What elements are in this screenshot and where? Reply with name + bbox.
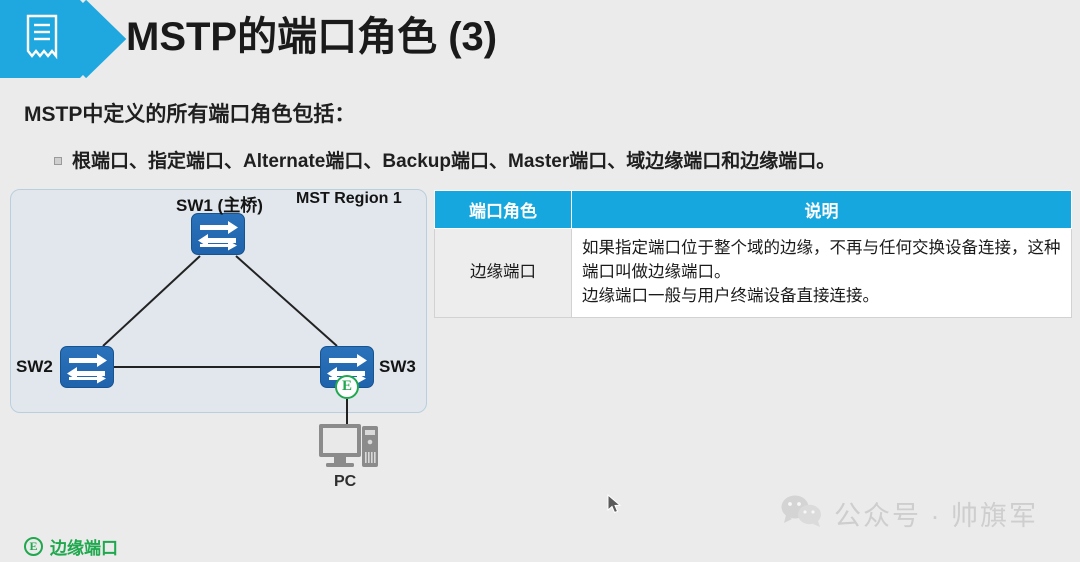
port-role-table: 端口角色 说明 边缘端口 如果指定端口位于整个域的边缘，不再与任何交换设备连接，… <box>434 190 1072 318</box>
bullet-item: 根端口、指定端口、Alternate端口、Backup端口、Master端口、域… <box>54 146 835 173</box>
table-row: 边缘端口 如果指定端口位于整个域的边缘，不再与任何交换设备连接，这种 端口叫做边… <box>434 228 1072 318</box>
watermark: 公众号 · 帅旗军 <box>780 494 1038 533</box>
legend: E 边缘端口 <box>24 534 118 559</box>
table-header-role: 端口角色 <box>434 190 572 229</box>
table-header-description: 说明 <box>571 190 1072 229</box>
page-title: MSTP的端口角色 (3) <box>126 15 498 59</box>
description-line-2: 端口叫做边缘端口。 <box>582 262 731 281</box>
header-banner <box>0 0 127 79</box>
bullet-item-label: 根端口、指定端口、Alternate端口、Backup端口、Master端口、域… <box>72 151 836 172</box>
mouse-cursor <box>607 493 623 521</box>
page-header: MSTP的端口角色 (3) <box>0 0 1080 79</box>
pc-icon <box>318 420 380 477</box>
intro-text: MSTP中定义的所有端口角色包括： <box>24 103 356 126</box>
legend-edge-port-badge: E <box>24 537 43 556</box>
wechat-icon <box>780 494 822 533</box>
watermark-text: 公众号 · 帅旗军 <box>834 501 1038 531</box>
table-header-row: 端口角色 说明 <box>434 190 1072 229</box>
description-line-1: 如果指定端口位于整个域的边缘，不再与任何交换设备连接，这种 <box>582 239 1061 257</box>
legend-label: 边缘端口 <box>50 539 118 558</box>
description-line-3: 边缘端口一般与用户终端设备直接连接。 <box>582 286 879 305</box>
bullet-marker-icon <box>54 156 62 165</box>
cell-port-role: 边缘端口 <box>434 228 572 318</box>
node-label-pc: PC <box>334 473 357 490</box>
cell-description: 如果指定端口位于整个域的边缘，不再与任何交换设备连接，这种 端口叫做边缘端口。 … <box>571 228 1072 318</box>
document-lines-icon <box>26 14 58 60</box>
mst-region-panel <box>10 189 427 413</box>
